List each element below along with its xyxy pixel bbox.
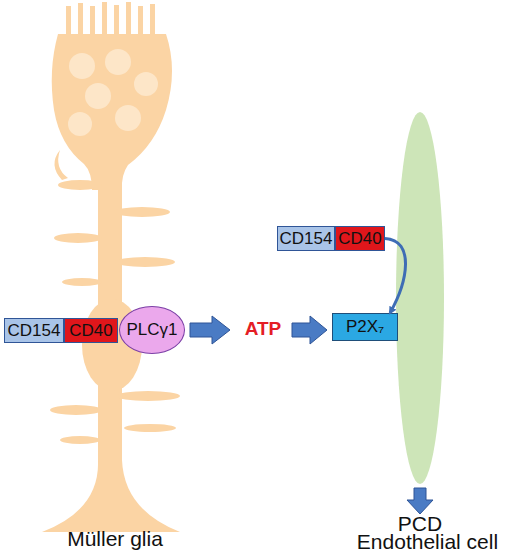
receptor-box: P2X₇ [332, 313, 398, 341]
muller-cell-shape [42, 2, 180, 532]
ligand-box: CD154 [4, 318, 64, 343]
box-label: CD154 [8, 321, 61, 341]
endothelial-cell-shape [396, 112, 444, 484]
block-arrow [292, 316, 327, 344]
box-label: CD40 [338, 229, 381, 249]
block-arrow [407, 488, 433, 514]
curved-arrow [385, 239, 406, 314]
cell-label: Müller glia [0, 527, 230, 551]
block-arrow [190, 316, 230, 344]
receptor-box: CD40 [335, 226, 385, 251]
box-label: CD40 [69, 321, 112, 341]
cell-label: Endothelial cell [345, 530, 510, 554]
box-label: PLCγ1 [126, 320, 177, 340]
nucleus-circles [68, 49, 158, 136]
muller-glia-cell: Müller glia CD40 PLCγ1 [0, 0, 230, 554]
receptor-box: CD40 [64, 318, 118, 343]
molecule-label: ATP [238, 318, 288, 340]
ligand-box: CD154 [277, 226, 335, 251]
box-label: P2X₇ [346, 317, 384, 337]
box-label: CD154 [280, 229, 333, 249]
enzyme-ellipse: PLCγ1 [119, 306, 185, 354]
